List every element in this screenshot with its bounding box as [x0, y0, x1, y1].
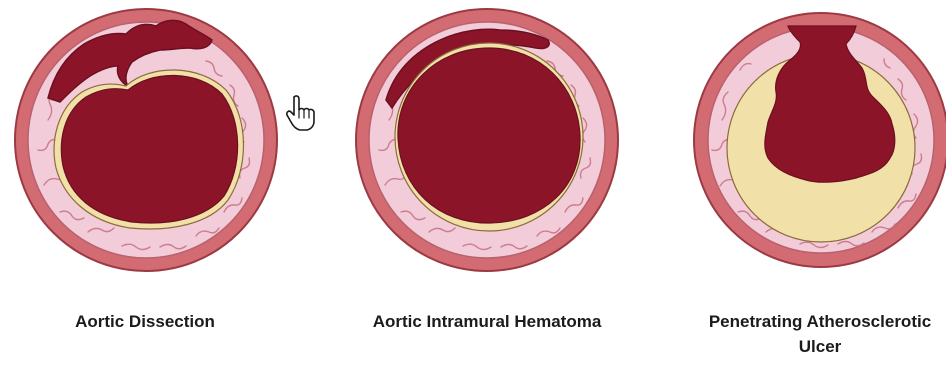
aortic-intramural-hematoma-diagram [356, 9, 618, 271]
true-lumen [61, 75, 237, 223]
penetrating-atherosclerotic-ulcer-diagram [694, 13, 946, 267]
label-aortic-intramural-hematoma: Aortic Intramural Hematoma [372, 309, 602, 334]
aortic-dissection-diagram [15, 9, 277, 271]
true-lumen [398, 48, 580, 223]
hand-pointer-icon [287, 96, 314, 130]
label-penetrating-atherosclerotic-ulcer: Penetrating Atherosclerotic Ulcer [705, 309, 935, 359]
label-aortic-dissection: Aortic Dissection [30, 309, 260, 334]
